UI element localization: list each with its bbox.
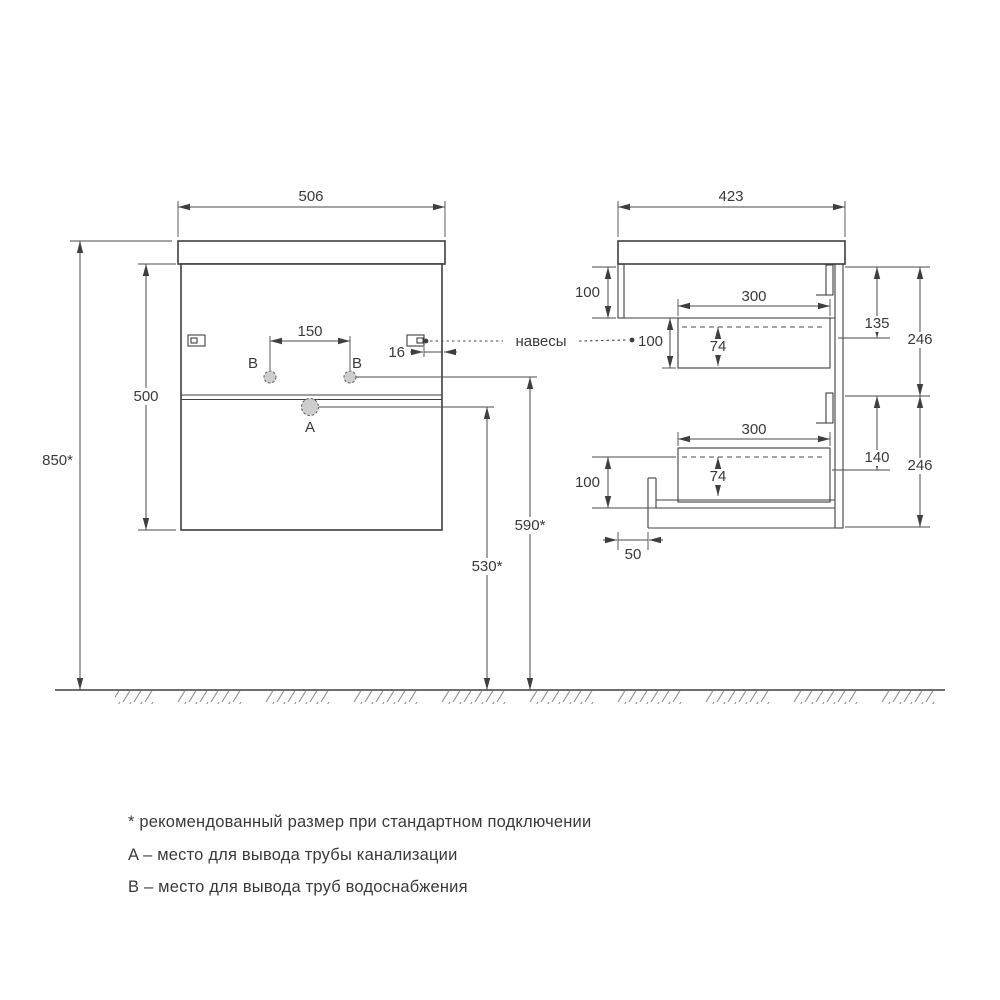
- drawer2-box: [677, 447, 831, 503]
- dim-drawer1-offset: 135: [864, 315, 889, 332]
- legend-b-note: B – место для вывода труб водоснабжения: [128, 878, 468, 896]
- leader-dot-front: [423, 338, 429, 344]
- dim-drawer1-section: 246: [907, 331, 932, 348]
- water-outlet-hole-left: [263, 370, 277, 384]
- dim-depth: 423: [718, 188, 743, 205]
- dim-text-backing: [904, 458, 936, 474]
- dim-text-backing: [861, 450, 893, 466]
- water-outlet-hole-right: [343, 370, 357, 384]
- back-panel: [834, 263, 844, 529]
- dim-apron-height: 100: [575, 284, 600, 301]
- legend-star-note: * рекомендованный размер при стандартном…: [128, 813, 591, 831]
- dim-drawer1-width: 300: [741, 288, 766, 305]
- drawer1-box: [677, 317, 831, 369]
- side-view: [617, 240, 846, 529]
- front-view: B B A: [177, 240, 446, 531]
- dim-front-width: 506: [298, 188, 323, 205]
- dim-drain-height: 530*: [472, 558, 503, 575]
- dim-drawer2-depth: 74: [710, 468, 727, 485]
- leader-dot-side: [629, 337, 635, 343]
- dim-hanger-offset: 16: [388, 344, 405, 361]
- dim-drawer1-depth: 74: [710, 338, 727, 355]
- drain-outlet-hole: [301, 398, 319, 416]
- hole-a-label: A: [305, 419, 315, 436]
- floor-hatching: [115, 691, 935, 704]
- leader-line: [578, 339, 629, 342]
- wall-mount-left: [187, 334, 206, 347]
- dim-text-backing: [705, 339, 731, 355]
- dim-drawer2-offset: 140: [864, 449, 889, 466]
- hangers-callout: навесы: [423, 333, 635, 350]
- hanger-bracket-top: [825, 264, 834, 296]
- dim-text-backing: [128, 388, 164, 405]
- dim-drawer2-section: 246: [907, 457, 932, 474]
- dim-text-backing: [705, 469, 731, 485]
- dim-mount-height: 850*: [42, 452, 73, 469]
- hanger-bracket-mid: [825, 392, 834, 424]
- legend: * рекомендованный размер при стандартном…: [128, 813, 591, 896]
- wall-mount-right-detail: [416, 337, 424, 344]
- dim-text-backing: [861, 316, 893, 332]
- dim-text-backing: [466, 558, 508, 575]
- ground: [55, 689, 945, 704]
- legend-a-note: A – место для вывода трубы канализации: [128, 846, 458, 864]
- dim-text-backing: [509, 517, 551, 534]
- cabinet-front-body: [180, 263, 443, 531]
- dim-text-backing: [904, 332, 936, 348]
- hole-b-right-label: B: [352, 355, 362, 372]
- hole-b-left-label: B: [248, 355, 258, 372]
- dim-outlet-spacing: 150: [297, 323, 322, 340]
- hangers-label: навесы: [515, 333, 566, 350]
- front-view-dimensions: 506 850* 500 150 16 590* 530*: [42, 188, 551, 690]
- dim-water-height: 590*: [515, 517, 546, 534]
- dim-hanger-drop: 100: [638, 333, 663, 350]
- dim-drawer2-width: 300: [741, 421, 766, 438]
- wall-mount-left-detail: [190, 337, 198, 344]
- dim-toe-recess: 50: [625, 546, 642, 563]
- dim-cabinet-height: 500: [133, 388, 158, 405]
- dim-bottom-clearance: 100: [575, 474, 600, 491]
- countertop-side: [617, 240, 846, 265]
- countertop-front: [177, 240, 446, 265]
- front-apron: [617, 263, 625, 319]
- side-view-dimensions: 423 100 100 300 74 135 246: [575, 188, 936, 563]
